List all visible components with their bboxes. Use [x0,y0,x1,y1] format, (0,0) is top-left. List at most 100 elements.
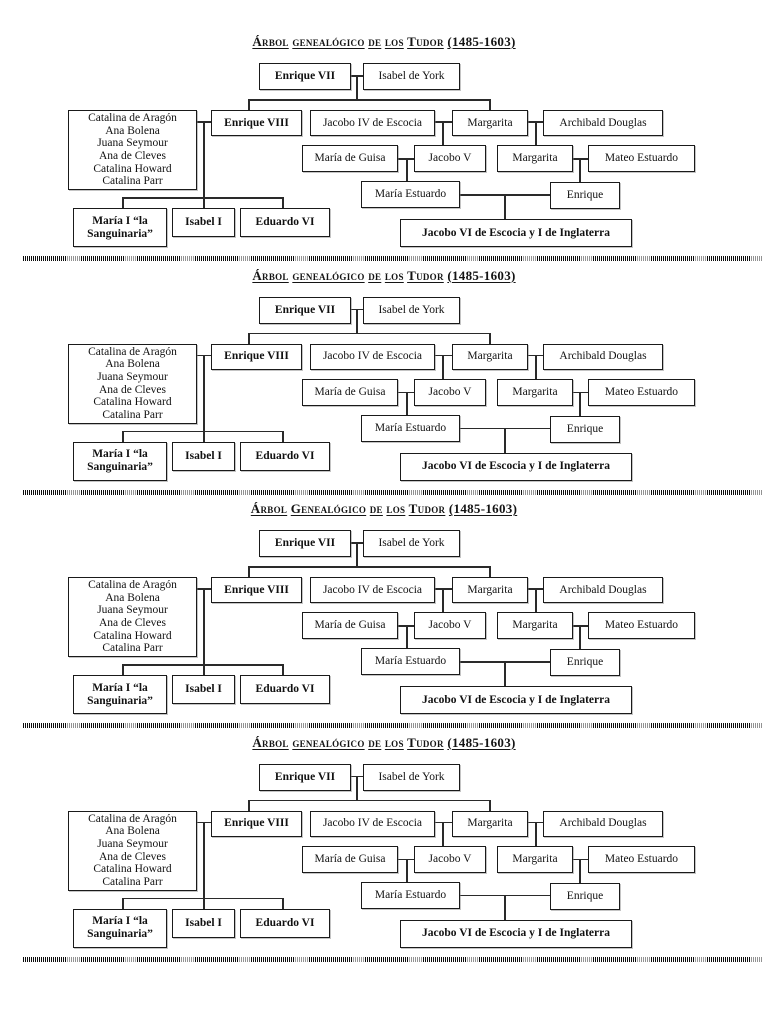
node-maria-i: María I “la Sanguinaria” [73,908,167,948]
node-label: Archibald Douglas [559,817,647,829]
node-enrique-viii: Enrique VIII [211,110,302,136]
node-label: Juana Seymour [97,604,168,617]
node-label: Enrique [566,189,604,201]
node-eduardo-vi: Eduardo VI [240,908,330,938]
connector-line [489,332,491,345]
node-label: Enrique [566,656,604,668]
node-wives-of-enrique-viii: Catalina de Aragón Ana Bolena Juana Seym… [68,110,197,190]
node-mateo-estuardo: Mateo Estuardo [588,845,695,873]
node-isabel-de-york: Isabel de York [363,63,460,90]
connector-line [282,664,284,676]
connector-line [203,588,205,676]
node-label: Enrique VII [274,303,336,316]
node-label: Archibald Douglas [559,116,647,129]
node-jacobo-vi: Jacobo VI de Escocia y I de Inglaterra [400,919,632,948]
node-label: Catalina de Aragón [88,579,177,592]
family-tree-panel: Árbol genealógico de los Tudor (1485-160… [0,262,768,496]
node-label: Archibald Douglas [559,350,647,362]
node-label: María de Guisa [314,385,386,398]
node-label: Catalina Parr [102,875,163,888]
node-label: Catalina de Aragón [88,345,177,358]
node-eduardo-vi: Eduardo VI [240,441,330,471]
page-title: Árbol Genealógico de los Tudor (1485-160… [250,501,518,516]
connector-line [535,354,537,380]
connector-line [442,121,444,146]
node-label: Margarita [467,116,513,129]
connector-line [122,664,283,666]
node-margarita: Margarita [452,577,528,603]
node-enrique-darnley: Enrique [550,182,620,209]
node-enrique-viii: Enrique VIII [211,810,302,837]
connector-line [122,430,283,432]
node-label: María Estuardo [374,421,447,434]
connector-line [356,308,358,334]
connector-line [282,897,284,910]
connector-line [282,430,284,443]
connector-line [248,566,250,578]
dotted-divider [23,489,763,495]
family-tree-panel: Árbol genealógico de los Tudor (1485-160… [0,28,768,262]
node-label: Catalina Howard [93,396,172,409]
node-label: Ana Bolena [105,591,160,604]
family-tree-panel: Árbol Genealógico de los Tudor (1485-160… [0,495,768,729]
node-label: Margarita [467,350,513,362]
node-maria-estuardo: María Estuardo [361,881,460,909]
node-label: Mateo Estuardo [604,385,679,398]
connector-line [248,99,491,101]
connector-line [122,897,283,899]
node-archibald-douglas: Archibald Douglas [543,343,663,370]
node-label: Jacobo VI de Escocia y I de Inglaterra [422,927,610,939]
connector-line [203,821,205,910]
node-margarita: Margarita [452,810,528,837]
connector-line [122,197,283,199]
node-jacobo-iv: Jacobo IV de Escocia [310,110,435,136]
node-label: María I “la Sanguinaria” [87,681,153,707]
node-label: Juana Seymour [97,137,168,150]
node-label: Isabel de York [378,537,445,549]
node-label: Ana Bolena [105,124,160,137]
node-label: María Estuardo [374,888,447,901]
connector-line [579,625,581,650]
node-enrique-vii: Enrique VII [259,530,351,557]
connector-line [435,588,452,590]
connector-line [573,625,588,627]
node-enrique-viii: Enrique VIII [211,577,302,603]
connector-line [406,858,408,883]
connector-line [356,75,358,100]
node-label: Ana de Cleves [98,850,167,863]
node-label: Jacobo V [428,152,472,164]
connector-line [203,121,205,209]
node-maria-i: María I “la Sanguinaria” [73,208,167,247]
connector-line [248,332,250,345]
node-mateo-estuardo: Mateo Estuardo [588,612,695,639]
node-enrique-darnley: Enrique [550,649,620,676]
node-label: Isabel I [185,916,222,929]
node-enrique-darnley: Enrique [550,882,620,910]
node-label: Enrique VII [274,770,336,783]
node-maria-i: María I “la Sanguinaria” [73,675,167,714]
node-label: Isabel de York [378,770,445,783]
node-label: Enrique VIII [224,817,289,829]
node-label: María I “la Sanguinaria” [87,448,153,473]
node-jacobo-iv: Jacobo IV de Escocia [310,810,435,837]
node-archibald-douglas: Archibald Douglas [543,810,663,837]
node-margarita-hija: Margarita [497,378,573,406]
connector-line [442,354,444,380]
node-label: Archibald Douglas [559,583,647,596]
node-label: Jacobo IV de Escocia [322,116,423,129]
node-enrique-viii: Enrique VIII [211,343,302,370]
family-tree-panel: Árbol genealógico de los Tudor (1485-160… [0,729,768,963]
connector-line [504,427,506,454]
node-label: Isabel de York [378,303,445,316]
connector-line [406,158,408,182]
node-label: Jacobo VI de Escocia y I de Inglaterra [422,460,610,472]
connector-line [535,121,537,146]
node-label: María Estuardo [374,655,447,667]
node-wives-of-enrique-viii: Catalina de Aragón Ana Bolena Juana Seym… [68,343,197,424]
node-label: Enrique [566,889,604,902]
node-enrique-vii: Enrique VII [259,763,351,791]
connector-line [248,799,250,812]
node-jacobo-iv: Jacobo IV de Escocia [310,343,435,370]
node-label: Enrique [566,422,604,435]
